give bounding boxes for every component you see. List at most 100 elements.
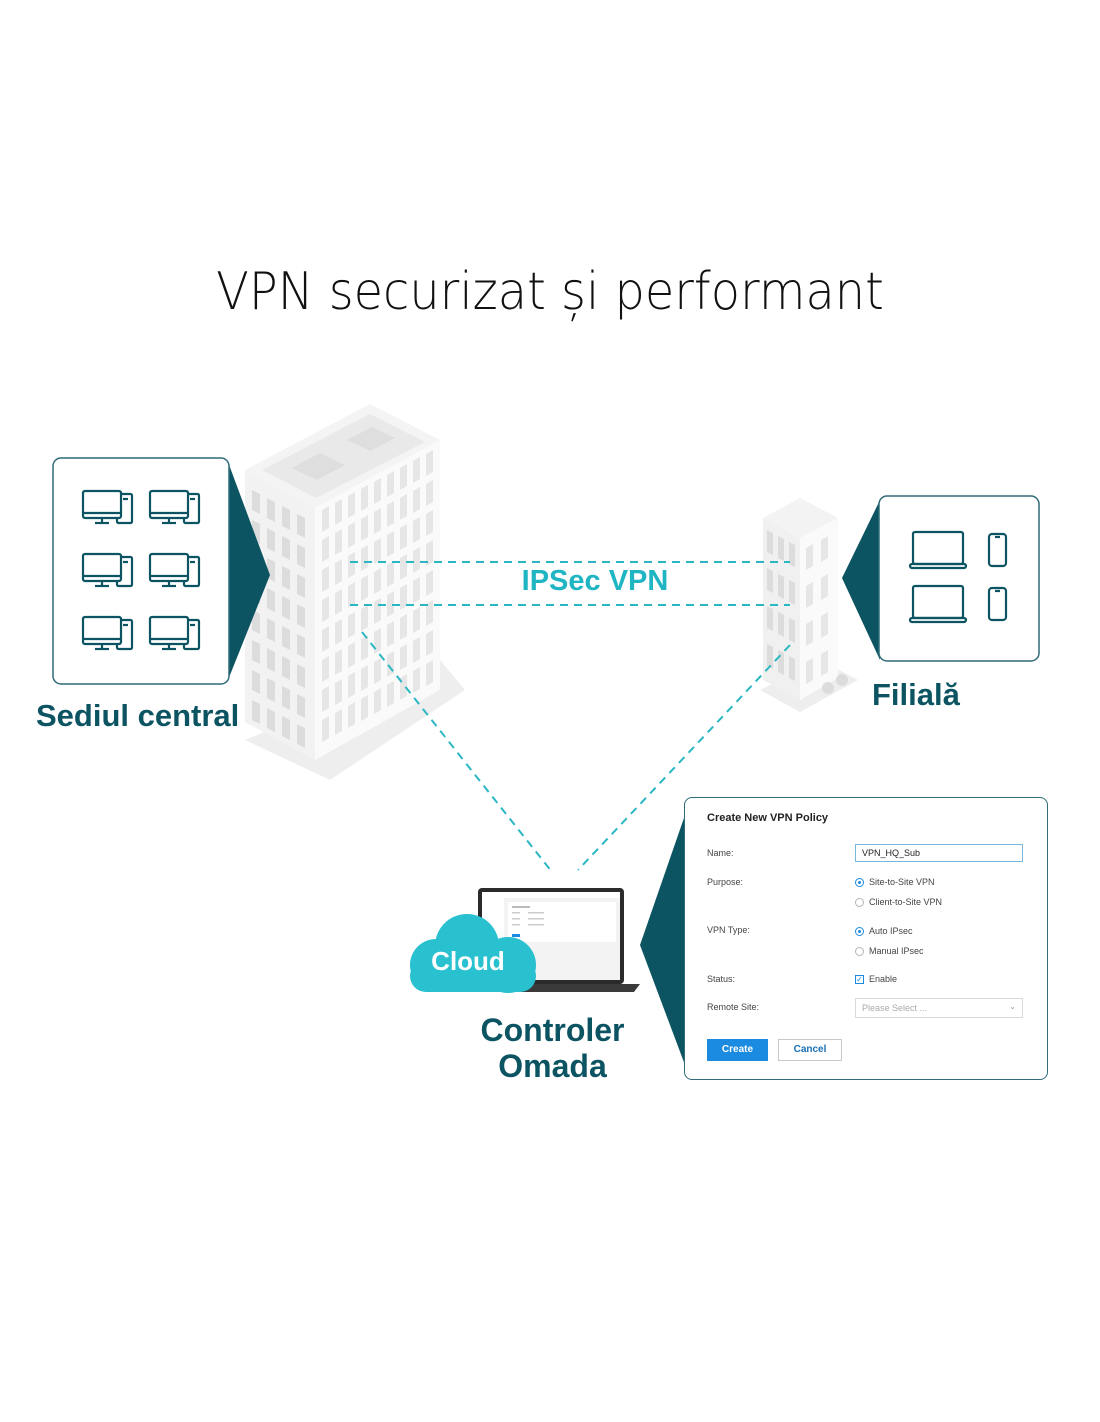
status-enable-checkbox[interactable]: ✓ Enable bbox=[855, 974, 897, 984]
vpn-type-label: VPN Type: bbox=[707, 925, 750, 935]
tree-icon bbox=[836, 674, 848, 686]
hq-building bbox=[245, 404, 440, 760]
purpose-label: Purpose: bbox=[707, 877, 744, 887]
window bbox=[426, 600, 433, 626]
checkbox-checked-icon[interactable]: ✓ bbox=[855, 974, 864, 984]
window bbox=[387, 561, 394, 587]
radio-selected-icon[interactable] bbox=[855, 877, 864, 887]
window bbox=[297, 604, 305, 628]
window bbox=[413, 547, 420, 573]
window bbox=[767, 530, 773, 555]
purpose-option-client-to-site[interactable]: Client-to-Site VPN bbox=[855, 897, 942, 907]
window bbox=[426, 510, 433, 536]
window bbox=[767, 606, 773, 631]
radio-selected-icon[interactable] bbox=[855, 926, 864, 936]
window bbox=[374, 568, 381, 594]
remote-site-select[interactable]: Please Select ... ⌄ bbox=[855, 998, 1023, 1018]
window bbox=[348, 552, 355, 578]
window bbox=[267, 618, 275, 642]
page-title: VPN securizat și performant bbox=[216, 262, 884, 322]
branch-controller-link bbox=[577, 644, 791, 871]
vpn-type-option-label: Manual IPsec bbox=[869, 946, 924, 956]
window bbox=[413, 487, 420, 513]
window bbox=[282, 656, 290, 680]
purpose-option-site-to-site[interactable]: Site-to-Site VPN bbox=[855, 877, 935, 887]
window bbox=[778, 612, 784, 637]
window bbox=[387, 621, 394, 647]
create-button[interactable]: Create bbox=[707, 1039, 768, 1061]
window bbox=[374, 658, 381, 684]
window bbox=[400, 494, 407, 520]
window bbox=[374, 478, 381, 504]
hq-label: Sediul central bbox=[36, 698, 240, 733]
window bbox=[413, 577, 420, 603]
window bbox=[387, 471, 394, 497]
ipsec-vpn-label: IPSec VPN bbox=[521, 565, 669, 597]
name-input[interactable]: VPN_HQ_Sub bbox=[855, 844, 1023, 862]
cloud-icon bbox=[410, 914, 536, 993]
vpn-type-option-label: Auto IPsec bbox=[869, 926, 913, 936]
window bbox=[426, 660, 433, 686]
window bbox=[335, 529, 342, 555]
radio-unselected-icon[interactable] bbox=[855, 897, 864, 907]
window bbox=[400, 644, 407, 670]
window bbox=[322, 566, 329, 592]
hq-panel-pointer bbox=[228, 462, 270, 680]
window bbox=[789, 618, 795, 643]
window bbox=[426, 480, 433, 506]
window bbox=[322, 686, 329, 712]
window bbox=[348, 582, 355, 608]
window bbox=[778, 536, 784, 561]
window bbox=[778, 650, 784, 675]
laptop-icon bbox=[908, 584, 968, 624]
window bbox=[361, 485, 368, 511]
window bbox=[335, 649, 342, 675]
window bbox=[413, 517, 420, 543]
window bbox=[348, 612, 355, 638]
window bbox=[322, 656, 329, 682]
window bbox=[282, 536, 290, 560]
window bbox=[252, 640, 260, 664]
purpose-option-label: Site-to-Site VPN bbox=[869, 877, 935, 887]
window bbox=[348, 492, 355, 518]
cancel-button[interactable]: Cancel bbox=[778, 1039, 842, 1061]
controller-label-line2: Omada bbox=[498, 1048, 607, 1084]
window bbox=[252, 670, 260, 694]
tree-icon bbox=[822, 682, 834, 694]
desktop-computer-icon bbox=[81, 552, 134, 588]
window bbox=[282, 596, 290, 620]
window bbox=[789, 542, 795, 567]
window bbox=[789, 580, 795, 605]
window bbox=[413, 667, 420, 693]
window bbox=[267, 648, 275, 672]
controller-label-line1: Controler bbox=[480, 1012, 625, 1048]
window bbox=[806, 620, 813, 646]
window bbox=[387, 681, 394, 707]
cloud-label: Cloud bbox=[431, 946, 505, 976]
window bbox=[361, 605, 368, 631]
dialog-title: Create New VPN Policy bbox=[707, 812, 829, 824]
window bbox=[806, 544, 813, 570]
remote-site-label: Remote Site: bbox=[707, 1002, 760, 1012]
window bbox=[374, 538, 381, 564]
window bbox=[778, 574, 784, 599]
window bbox=[413, 637, 420, 663]
window bbox=[821, 612, 828, 638]
window bbox=[322, 716, 329, 742]
window bbox=[767, 644, 773, 669]
window bbox=[335, 619, 342, 645]
vpn-type-option-manual[interactable]: Manual IPsec bbox=[855, 946, 924, 956]
window bbox=[252, 610, 260, 634]
radio-unselected-icon[interactable] bbox=[855, 946, 864, 956]
vpn-type-option-auto[interactable]: Auto IPsec bbox=[855, 926, 913, 936]
window bbox=[400, 674, 407, 700]
chevron-down-icon: ⌄ bbox=[1009, 1002, 1016, 1011]
window bbox=[413, 457, 420, 483]
purpose-option-label: Client-to-Site VPN bbox=[869, 897, 943, 907]
window bbox=[322, 536, 329, 562]
window bbox=[387, 531, 394, 557]
hq-controller-link bbox=[361, 631, 553, 873]
window bbox=[335, 499, 342, 525]
controller-label: Controler Omada bbox=[460, 1012, 645, 1084]
